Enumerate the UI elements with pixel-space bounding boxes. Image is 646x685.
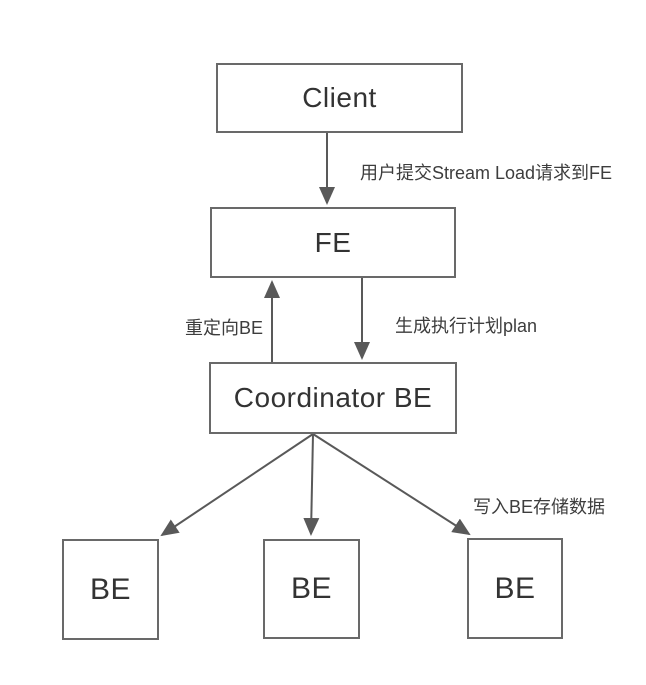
edge-label-redirect-be: 重定向BE bbox=[185, 318, 264, 338]
arrow-coordinator-to-be1-icon bbox=[160, 433, 314, 537]
node-coordinator-be-label: Coordinator BE bbox=[233, 382, 433, 413]
node-be-right-label: BE bbox=[494, 571, 536, 605]
node-be-left-label: BE bbox=[89, 572, 132, 606]
edge-label-generate-plan: 生成执行计划plan bbox=[395, 316, 538, 336]
node-client: Client bbox=[216, 63, 463, 133]
node-fe-label: FE bbox=[314, 226, 352, 258]
edge-label-write-storage: 写入BE存储数据 bbox=[473, 497, 606, 517]
arrow-coordinator-to-be2-icon bbox=[303, 433, 320, 536]
node-coordinator-be: Coordinator BE bbox=[209, 362, 457, 434]
node-be-middle-label: BE bbox=[290, 572, 333, 605]
node-client-label: Client bbox=[302, 82, 377, 113]
node-be-right: BE bbox=[467, 538, 563, 639]
node-be-left: BE bbox=[62, 539, 159, 640]
node-fe: FE bbox=[210, 207, 456, 278]
edge-label-submit-request: 用户提交Stream Load请求到FE bbox=[360, 163, 613, 183]
arrow-coordinator-to-be3-icon bbox=[312, 433, 471, 536]
node-be-middle: BE bbox=[263, 539, 360, 639]
